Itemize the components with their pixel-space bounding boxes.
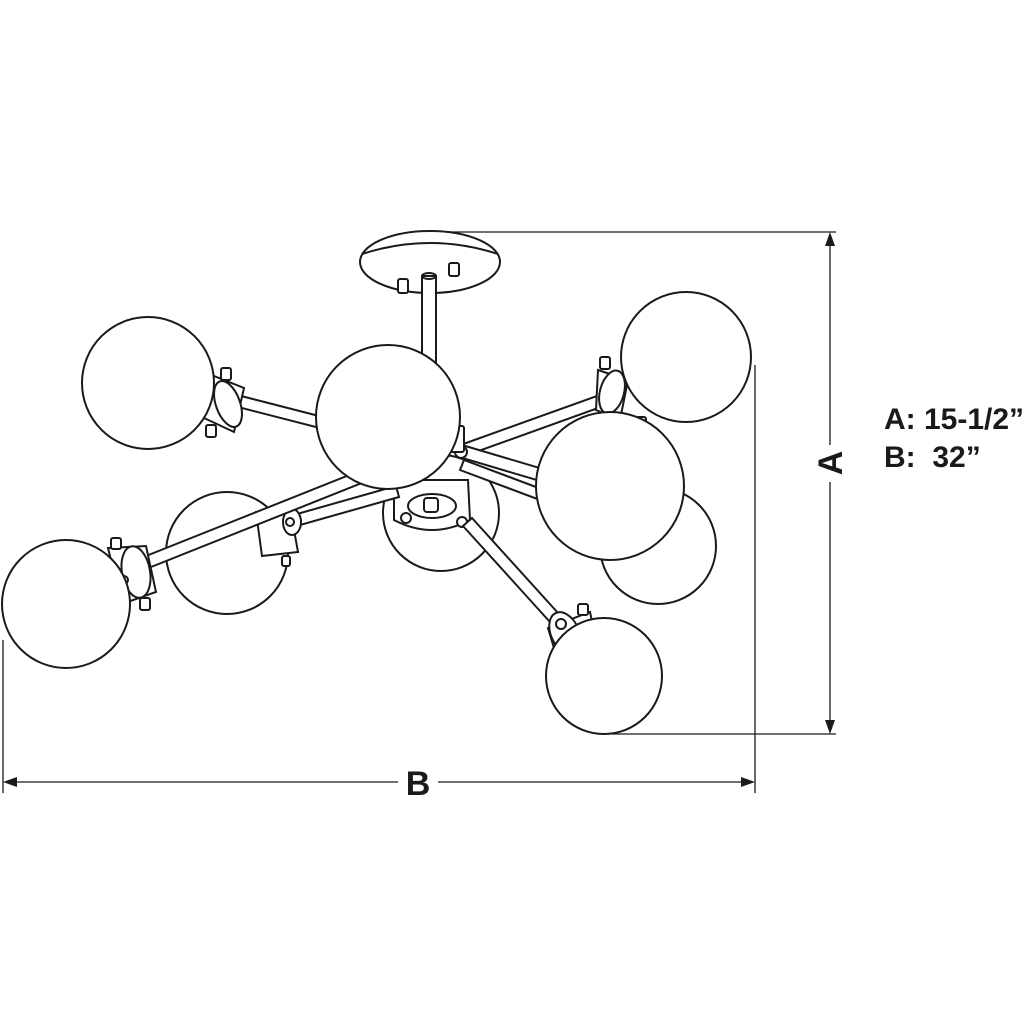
- arm-back-left: [254, 484, 401, 567]
- globe-lower-left: [1, 539, 131, 669]
- dimension-a: A: [440, 231, 850, 735]
- dimension-a-arrow-bottom: [825, 720, 835, 734]
- dimension-a-label: A: [812, 451, 850, 476]
- dimension-b: B: [2, 365, 756, 803]
- globe-front-center: [315, 344, 461, 490]
- dimension-a-arrow-top: [825, 232, 835, 246]
- globe-upper-right: [620, 291, 752, 423]
- arm-upper-right: [453, 356, 647, 460]
- globe-center-right: [535, 411, 685, 561]
- dimension-b-arrow-left: [3, 777, 17, 787]
- ceiling-canopy: [359, 230, 501, 294]
- globe-lower-right: [545, 617, 663, 735]
- globe-upper-left: [81, 316, 215, 450]
- spec-height: A: 15-1/2”: [884, 403, 1024, 436]
- spec-width: B: 32”: [884, 441, 981, 474]
- dimension-b-label: B: [406, 765, 431, 803]
- dimension-b-arrow-right: [741, 777, 755, 787]
